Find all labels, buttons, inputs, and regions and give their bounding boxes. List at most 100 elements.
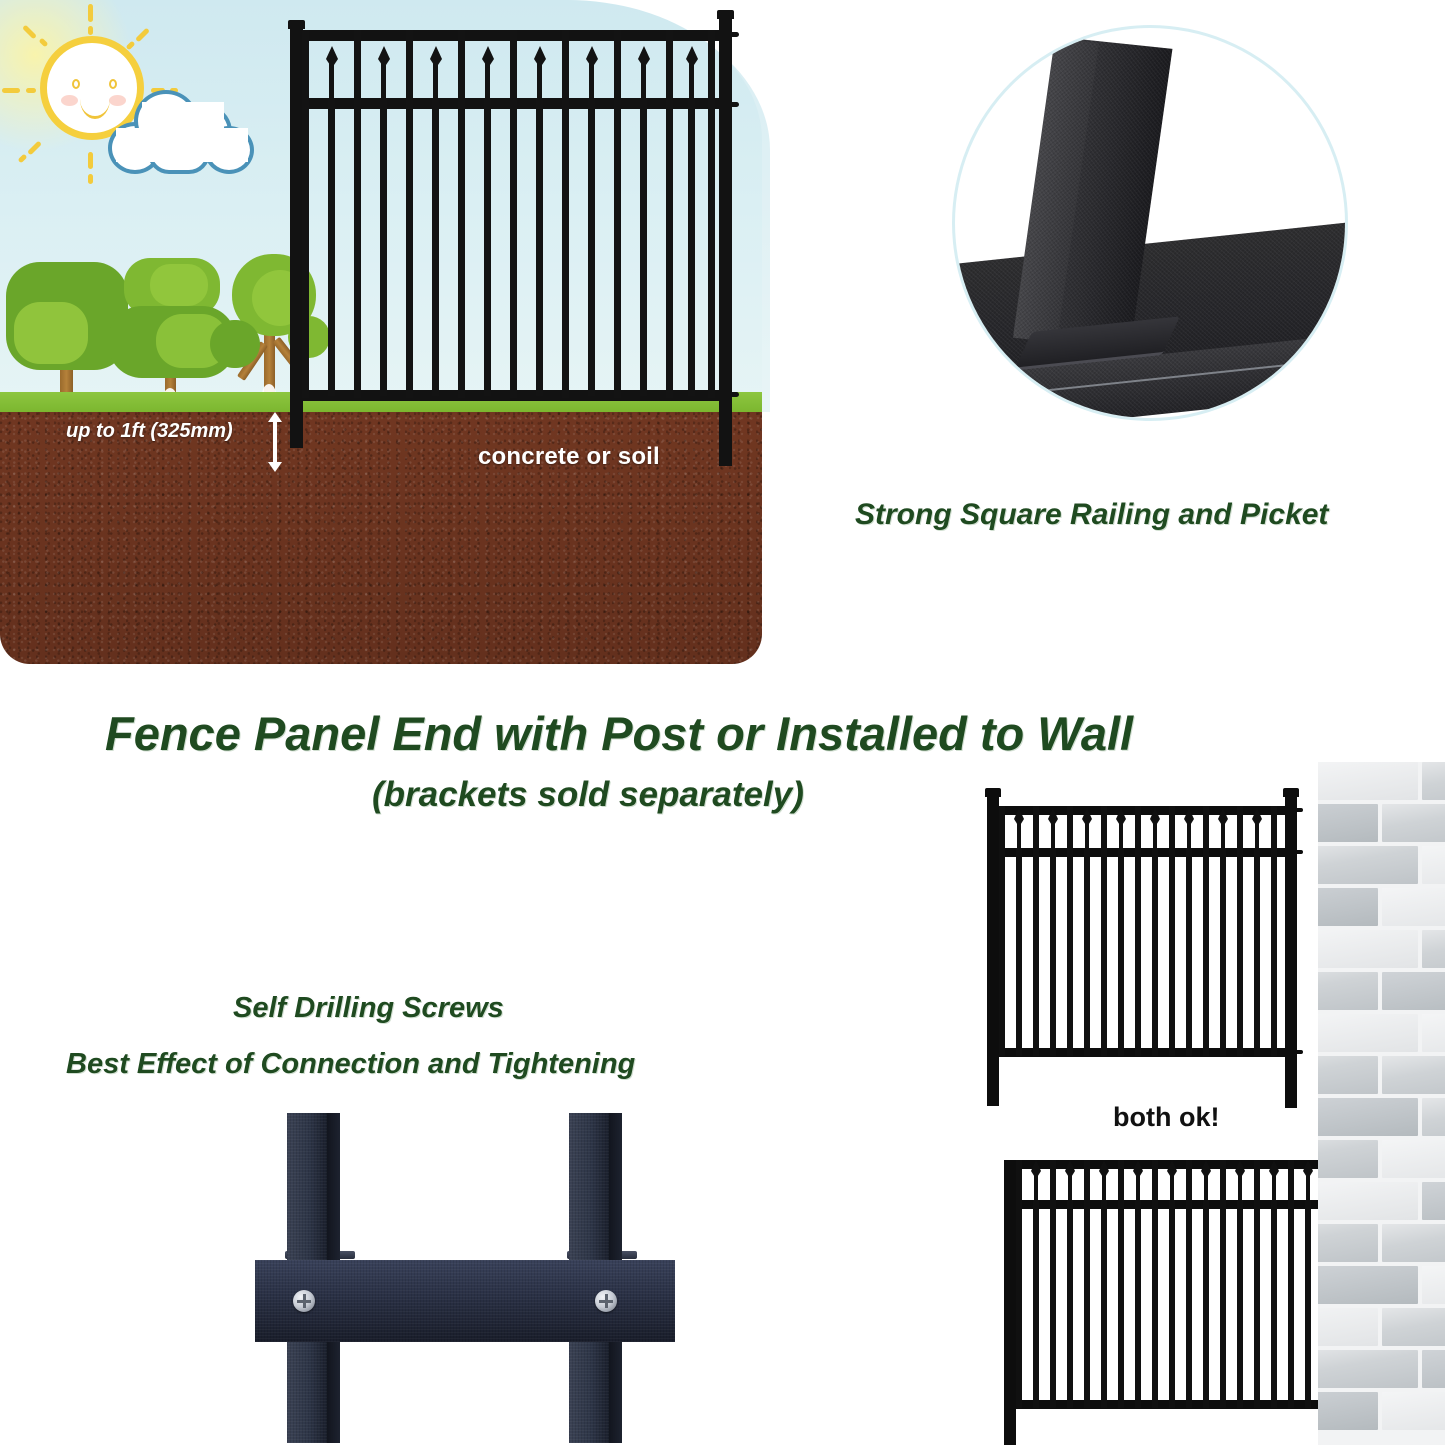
panel-finial-tip (1116, 808, 1126, 819)
panel-picket-lower (1203, 1200, 1209, 1408)
panel-picket-lower (1237, 1200, 1243, 1408)
brick (1382, 1224, 1445, 1262)
panel-picket (999, 806, 1005, 1056)
brick (1318, 1350, 1418, 1388)
fence-picket (562, 30, 569, 398)
fence-rail-bottom (294, 390, 722, 401)
fence-picket (614, 30, 621, 398)
panel-finial-tip (1082, 808, 1092, 819)
both-ok-label: both ok! (1113, 1102, 1220, 1132)
panel-post-left (1004, 1160, 1016, 1445)
fence-picket (510, 30, 517, 398)
fence-panel-installed-to-wall (992, 1160, 1322, 1445)
panel-picket-lower (1084, 848, 1090, 1056)
panel-post-right (1285, 796, 1297, 1108)
panel-picket-lower (1152, 848, 1158, 1056)
fence-finial-tip (585, 46, 598, 59)
tree-foliage-left (210, 320, 260, 368)
brick (1422, 762, 1445, 800)
panel-finial (1017, 818, 1021, 850)
sun-eye-left (72, 79, 80, 89)
brick (1318, 846, 1418, 884)
brick (1318, 762, 1418, 800)
fence-finial-tip (481, 46, 494, 59)
panel-finial-tip (1303, 1160, 1313, 1171)
panel-picket (1033, 806, 1039, 1056)
arrow-shaft (273, 420, 277, 464)
panel-finial-collar (1048, 819, 1058, 827)
fence-finial (485, 58, 490, 100)
depth-label: up to 1ft (325mm) (66, 420, 233, 442)
panel-picket (1118, 1160, 1124, 1408)
panel-bracket (1297, 850, 1303, 854)
panel-picket (1220, 1160, 1226, 1408)
fence-picket-lower (640, 98, 647, 396)
brick (1318, 804, 1378, 842)
depth-measurement-arrow-icon (268, 412, 282, 472)
panel-finial (1187, 818, 1191, 850)
sun-ray (88, 174, 93, 184)
panel-finial-collar (1065, 1171, 1075, 1179)
fence-finial (589, 58, 594, 100)
panel-finial (1034, 1170, 1038, 1202)
fence-panel-with-posts (975, 788, 1320, 1108)
ground-material-label: concrete or soil (478, 443, 660, 470)
fence-post-cap-left (288, 20, 305, 29)
fence-picket (458, 30, 465, 398)
brick (1318, 1182, 1418, 1220)
panel-finial (1085, 818, 1089, 850)
panel-finial-tip (1099, 1160, 1109, 1171)
panel-finial-collar (1303, 1171, 1313, 1179)
sun-ray (88, 4, 93, 22)
panel-picket-lower (1169, 1200, 1175, 1408)
panel-finial-collar (1269, 1171, 1279, 1179)
fence-bracket (732, 102, 739, 107)
panel-finial-collar (1014, 819, 1024, 827)
brick (1318, 1392, 1378, 1430)
panel-picket-lower (1101, 1200, 1107, 1408)
fence-post-left (290, 28, 303, 448)
panel-finial-tip (1269, 1160, 1279, 1171)
fence-picket (406, 30, 413, 398)
arrow-head-down (268, 462, 282, 472)
sun-cheek-left (61, 95, 78, 106)
brick (1422, 1014, 1445, 1052)
panel-rail-top (1008, 1160, 1318, 1169)
screws-heading: Self Drilling Screws (233, 992, 504, 1024)
brick (1422, 1350, 1445, 1388)
panel-finial-tip (1065, 1160, 1075, 1171)
fence-finial (433, 58, 438, 100)
panel-finial-collar (1184, 819, 1194, 827)
fence-finial-collar (533, 59, 546, 68)
panel-finial-collar (1218, 819, 1228, 827)
fence-finial (689, 58, 694, 100)
brick (1318, 1140, 1378, 1178)
panel-finial-tip (1201, 1160, 1211, 1171)
fence-finial (537, 58, 542, 100)
panel-picket-lower (1305, 1200, 1311, 1408)
panel-picket (1016, 1160, 1022, 1408)
panel-finial-collar (1201, 1171, 1211, 1179)
panel-picket-lower (1135, 1200, 1141, 1408)
railing-caption: Strong Square Railing and Picket (855, 498, 1329, 531)
panel-picket (1101, 806, 1107, 1056)
panel-finial (1306, 1170, 1310, 1202)
self-drilling-screw-connection-photo (255, 1105, 675, 1445)
fence-finial-collar (685, 59, 698, 68)
brick (1382, 1056, 1445, 1094)
panel-finial (1102, 1170, 1106, 1202)
sun-eye-right (109, 79, 117, 89)
panel-finial-tip (1048, 808, 1058, 819)
brick (1422, 1098, 1445, 1136)
fence-picket-lower (536, 98, 543, 396)
tree-foliage-highlight (14, 302, 88, 364)
panel-finial (1170, 1170, 1174, 1202)
panel-finial-collar (1099, 1171, 1109, 1179)
sun-ray (2, 88, 20, 93)
panel-finial (1136, 1170, 1140, 1202)
brick (1382, 888, 1445, 926)
self-drilling-screw (293, 1290, 315, 1312)
fence-finial (329, 58, 334, 100)
railing-picket-closeup-photo (955, 28, 1345, 418)
sun-ray (88, 26, 93, 35)
